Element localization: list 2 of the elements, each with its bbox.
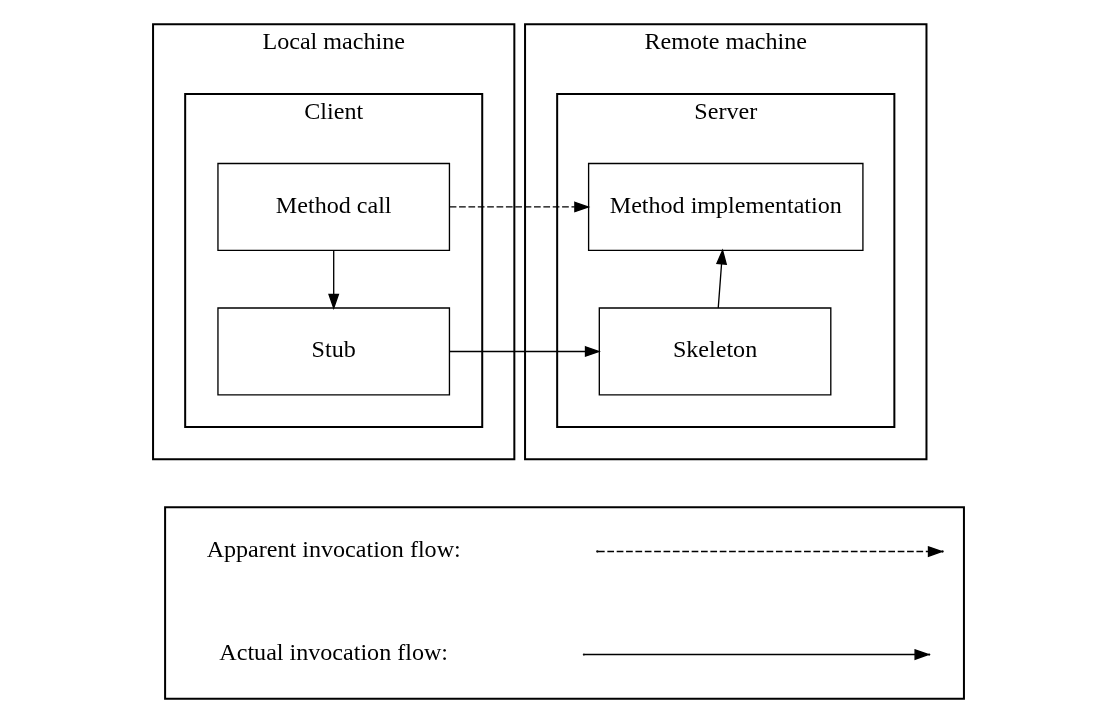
legend-label: Apparent invocation flow: bbox=[206, 536, 461, 563]
legend-label: Actual invocation flow: bbox=[219, 639, 449, 666]
